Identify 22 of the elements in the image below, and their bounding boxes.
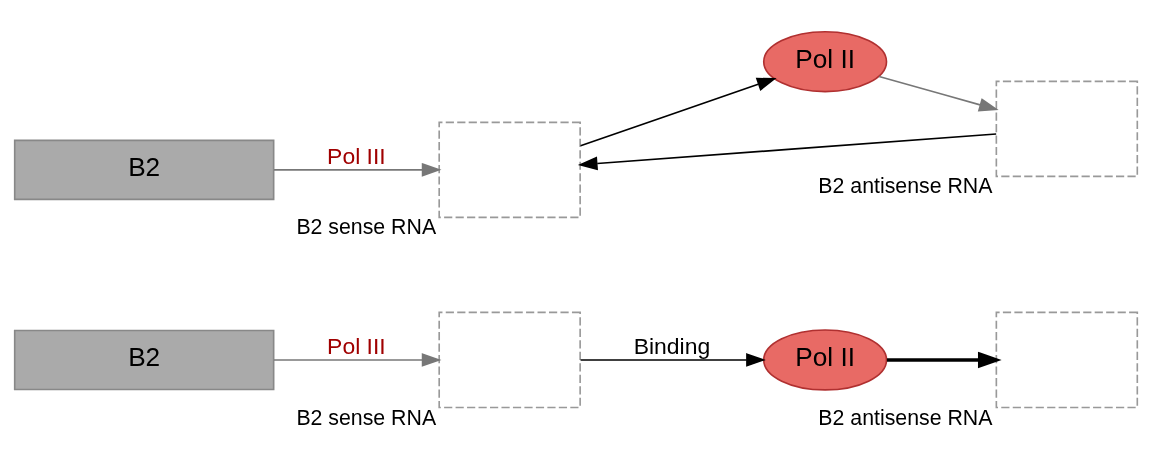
edge-label: Pol III xyxy=(327,142,386,169)
node-ellipse: Pol II xyxy=(762,329,888,391)
arrow xyxy=(579,353,766,367)
arrow xyxy=(886,351,1002,369)
node-box xyxy=(438,121,581,219)
node-label: B2 antisense RNA xyxy=(818,405,993,430)
node-box xyxy=(438,311,581,409)
arrow xyxy=(579,77,777,147)
node-box: B2 xyxy=(13,139,275,201)
node-box xyxy=(995,311,1139,409)
arrow xyxy=(273,353,442,367)
edge-label: Pol III xyxy=(327,332,386,359)
node-label: B2 sense RNA xyxy=(296,215,437,240)
arrow xyxy=(273,162,442,177)
node-label: B2 antisense RNA xyxy=(818,174,993,199)
node-ellipse: Pol II xyxy=(762,30,888,93)
arrow xyxy=(878,75,999,112)
edge-label: Binding xyxy=(633,332,711,359)
arrow xyxy=(577,133,997,171)
node-label: B2 sense RNA xyxy=(296,405,437,430)
node-box: B2 xyxy=(13,329,275,391)
node-box xyxy=(995,80,1139,178)
